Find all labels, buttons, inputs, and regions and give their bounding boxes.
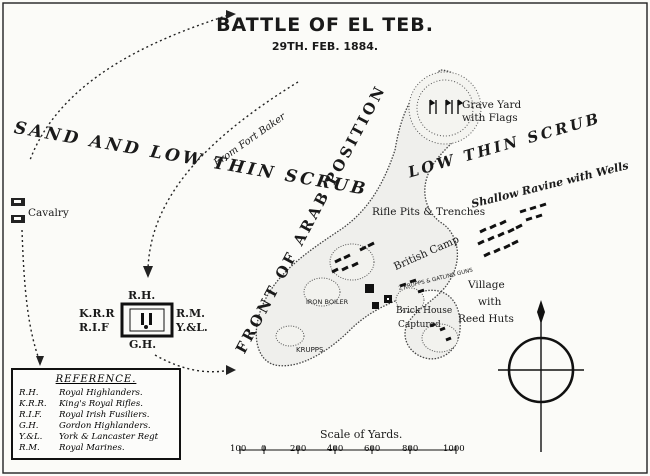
map-title: BATTLE OF EL TEB. xyxy=(216,14,434,36)
scale-tick-label: 100 xyxy=(230,444,247,454)
legend-abbr: G.H. xyxy=(19,421,39,431)
label-captured: Captured xyxy=(398,320,441,330)
infantry-square xyxy=(120,302,174,338)
label-rifle-pits: Rifle Pits & Trenches xyxy=(372,206,486,218)
route-arrowhead-top xyxy=(226,10,236,19)
legend-full: Royal Irish Fusiliers. xyxy=(59,410,150,420)
knolls xyxy=(275,243,459,353)
label-grave-yard: Grave Yard xyxy=(462,99,522,111)
legend-entry: G.H. Gordon Highlanders. xyxy=(19,421,151,431)
advance-arrowhead xyxy=(226,365,236,375)
square-label-right-top: R.M. xyxy=(176,307,205,320)
label-krupps: KRUPPS xyxy=(296,346,324,354)
legend-entry: Y.&L. York & Lancaster Regt xyxy=(19,432,158,442)
square-label-left-top: K.R.R xyxy=(79,307,115,320)
square-label-left-bottom: R.I.F xyxy=(79,321,109,334)
legend-full: King's Royal Rifles. xyxy=(59,399,143,409)
infantry-route xyxy=(147,81,299,271)
label-with-flags: with Flags xyxy=(462,112,518,124)
label-with: with xyxy=(478,296,502,308)
legend-entry: R.H. Royal Highlanders. xyxy=(19,388,143,398)
legend-entry: K.R.R. King's Royal Rifles. xyxy=(19,399,143,409)
legend-full: Royal Highlanders. xyxy=(59,388,143,398)
legend-abbr: R.M. xyxy=(19,443,40,453)
legend-entry: R.M. Royal Marines. xyxy=(19,443,125,453)
legend-abbr: R.I.F. xyxy=(19,410,42,420)
scale-tick-label: 1000 xyxy=(443,444,465,454)
arab-troops xyxy=(331,202,547,342)
legend-abbr: Y.&L. xyxy=(19,432,43,442)
grave-yard xyxy=(408,71,482,145)
compass-rose xyxy=(498,300,584,452)
scale-tick-label: 0 xyxy=(261,444,267,454)
cavalry-route-lower xyxy=(21,229,41,363)
scale-bar xyxy=(239,446,457,454)
scale-tick-label: 400 xyxy=(327,444,344,454)
scale-tick-label: 800 xyxy=(402,444,419,454)
iron-boiler-marker xyxy=(365,284,374,293)
reference-legend: REFERENCE. R.H. Royal Highlanders. K.R.R.… xyxy=(11,368,181,460)
infantry-arrowhead xyxy=(143,266,153,278)
cavalry-route xyxy=(29,13,233,161)
legend-full: Gordon Highlanders. xyxy=(59,421,151,431)
square-label-right-bottom: Y.&L. xyxy=(176,321,208,334)
label-village: Village xyxy=(468,279,505,291)
scale-title: Scale of Yards. xyxy=(320,428,403,441)
square-label-bottom: G.H. xyxy=(129,338,157,351)
scale-tick-label: 200 xyxy=(290,444,307,454)
legend-abbr: R.H. xyxy=(19,388,39,398)
label-reed-huts: Reed Huts xyxy=(458,313,514,325)
map-date: 29TH. FEB. 1884. xyxy=(271,40,379,53)
square-label-top: R.H. xyxy=(128,289,156,302)
legend-abbr: K.R.R. xyxy=(19,399,47,409)
label-brick-house: Brick House xyxy=(396,306,453,316)
grave-flags xyxy=(429,99,464,114)
scale-tick-label: 600 xyxy=(364,444,381,454)
legend-full: Royal Marines. xyxy=(59,443,125,453)
legend-title: REFERENCE. xyxy=(55,374,137,385)
captured-gun-marker xyxy=(372,302,379,309)
legend-full: York & Lancaster Regt xyxy=(59,432,159,442)
label-iron-boiler: IRON BOILER xyxy=(306,298,349,306)
legend-entry: R.I.F. Royal Irish Fusiliers. xyxy=(19,410,150,420)
route-arrowhead xyxy=(36,356,44,366)
label-cavalry: Cavalry xyxy=(28,207,69,219)
